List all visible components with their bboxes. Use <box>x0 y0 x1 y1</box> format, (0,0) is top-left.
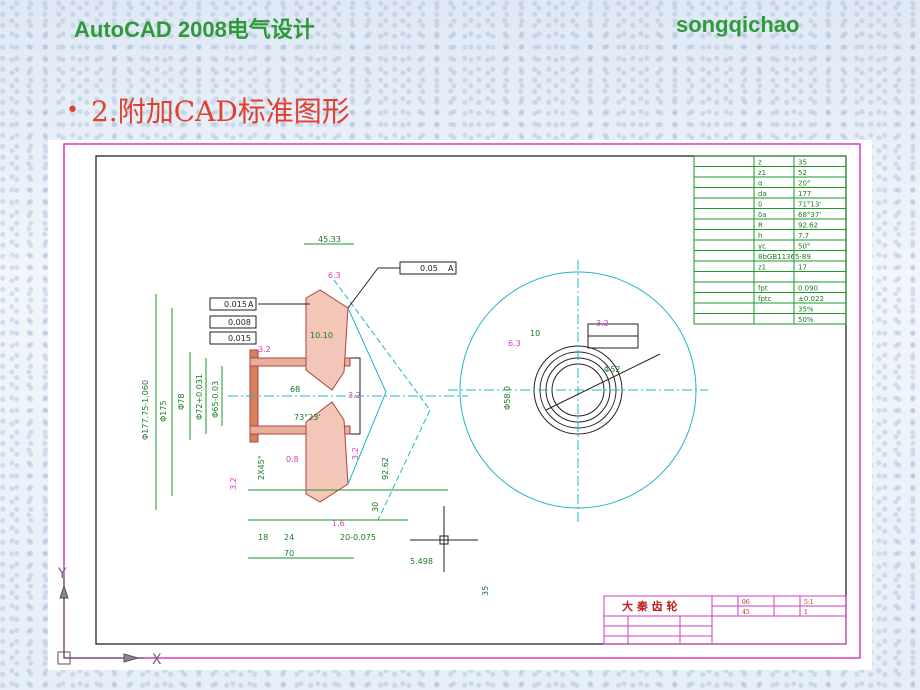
ucs-x-label: X <box>152 652 162 668</box>
bullet-text: 2.附加CAD标准图形 <box>90 95 350 128</box>
dim-chamfer: 2X45° <box>257 455 266 480</box>
dim-52: Φ52 <box>604 365 620 374</box>
bullet-icon: • <box>66 98 79 123</box>
table-cell: 7.7 <box>798 232 809 240</box>
ucs-y-label: Y <box>57 566 67 582</box>
svg-text:1: 1 <box>804 609 808 616</box>
bullet-heading: • 2.附加CAD标准图形 <box>66 90 350 130</box>
table-cell: 92.62 <box>798 222 818 230</box>
dim-roughness-4: 3.2 <box>229 477 238 490</box>
cad-crosshair <box>410 506 478 572</box>
dim-35: 35 <box>481 586 490 596</box>
table-cell: 71°13' <box>798 201 821 209</box>
table-cell: z1 <box>758 169 766 177</box>
dim-72: Φ72+0.031 <box>195 374 204 420</box>
dim-roughness-7: 1.6 <box>332 519 345 528</box>
dim-datum-1: A <box>448 264 454 273</box>
author-name: songqichao <box>676 12 800 37</box>
dim-24: 24 <box>284 533 294 542</box>
front-view-dimensions: 10 3.2 6.3 Φ52 Φ58.0 <box>503 319 620 410</box>
table-cell: 177 <box>798 190 811 198</box>
slide-title: AutoCAD 2008电气设计 <box>74 17 315 42</box>
section-dimensions: 45.33 6.3 0.05 A 0.015 A 0.008 0.015 10.… <box>141 235 454 558</box>
table-cell: 68°37' <box>798 211 821 219</box>
svg-text:5:1: 5:1 <box>804 599 814 606</box>
dim-roughness-1: 6.3 <box>328 271 341 280</box>
cad-drawing: z 35 z1 52 α 20° da 177 δ 71°13' δa 68°37' R 92.62 h 7.… <box>57 143 861 668</box>
part-name: 大 秦 齿 轮 <box>622 599 678 613</box>
dim-18: 18 <box>258 533 268 542</box>
dim-10-front: 10 <box>530 329 540 338</box>
table-cell: δa <box>758 211 767 219</box>
table-cell: 50° <box>798 243 810 251</box>
table-cell: h <box>758 232 762 240</box>
dim-angle: 73°23' <box>294 413 321 422</box>
dim-datum-2: A <box>248 300 254 309</box>
dim-tolerance-2: 0.015 <box>224 300 247 309</box>
table-cell: 8bGB11365-89 <box>758 253 811 261</box>
drawing-frame <box>95 155 847 645</box>
dim-roughness-5: 0.8 <box>286 455 299 464</box>
gear-front-view <box>448 260 708 522</box>
table-cell: 0.090 <box>798 285 818 293</box>
dim-58: Φ58.0 <box>503 386 512 410</box>
table-cell: γc <box>758 243 766 251</box>
gear-section-view <box>155 243 468 559</box>
dim-roughness-6: 3.2 <box>351 447 360 460</box>
table-cell: 52 <box>798 169 807 177</box>
table-cell: 35 <box>798 159 807 167</box>
slide-header: AutoCAD 2008电气设计 songqichao <box>0 0 920 58</box>
dim-tolerance-1: 0.05 <box>420 264 438 273</box>
dim-92: 92.62 <box>381 457 390 480</box>
svg-text:06: 06 <box>742 599 750 606</box>
dim-175: Φ175 <box>159 400 168 422</box>
dim-177: Φ177.75-1.060 <box>141 380 150 440</box>
dim-45: 45.33 <box>318 235 341 244</box>
table-cell: 35% <box>798 306 814 314</box>
table-cell: δ <box>758 201 762 209</box>
dim-tolerance-3: 0.008 <box>228 318 251 327</box>
table-cell: da <box>758 190 767 198</box>
table-cell: R <box>758 222 763 230</box>
ucs-icon <box>57 578 144 665</box>
dim-roughness-3: 3.2 <box>348 391 361 400</box>
table-cell: z <box>758 159 762 167</box>
small-dimensions: 5.498 35 <box>410 557 490 596</box>
sheet-border <box>63 143 861 659</box>
table-cell: fpt <box>758 285 768 293</box>
dim-65: Φ65-0.03 <box>211 381 220 418</box>
table-cell: 20° <box>798 180 810 188</box>
dim-30: 30 <box>371 502 380 512</box>
table-cell: 17 <box>798 264 807 272</box>
table-cell: ±0.022 <box>798 295 824 303</box>
parameter-table <box>693 155 847 325</box>
dim-78: Φ78 <box>177 394 186 410</box>
parameter-values: z 35 z1 52 α 20° da 177 δ 71°13' δa 68°37' R 92.62 h 7.… <box>758 159 824 325</box>
dim-roughness-2: 3.2 <box>258 345 271 354</box>
dim-roughness-front-2: 6.3 <box>508 339 521 348</box>
title-block <box>603 595 847 645</box>
cad-drawing-viewport[interactable]: z 35 z1 52 α 20° da 177 δ 71°13' δa 68°37' R 92.62 h 7.… <box>48 140 872 670</box>
table-cell: 50% <box>798 316 814 324</box>
dim-10: 10.10 <box>310 331 333 340</box>
svg-text:45: 45 <box>742 609 750 616</box>
dim-roughness-front-1: 3.2 <box>596 319 609 328</box>
table-cell: α <box>758 180 763 188</box>
table-cell: fptc <box>758 295 772 303</box>
dim-5498: 5.498 <box>410 557 433 566</box>
dim-20: 20-0.075 <box>340 533 376 542</box>
dim-tolerance-4: 0.015 <box>228 334 251 343</box>
table-cell: z1 <box>758 264 766 272</box>
dim-70: 70 <box>284 549 294 558</box>
dim-68: 68 <box>290 385 300 394</box>
title-block-text: 大 秦 齿 轮 06 5:1 45 1 <box>622 599 814 616</box>
